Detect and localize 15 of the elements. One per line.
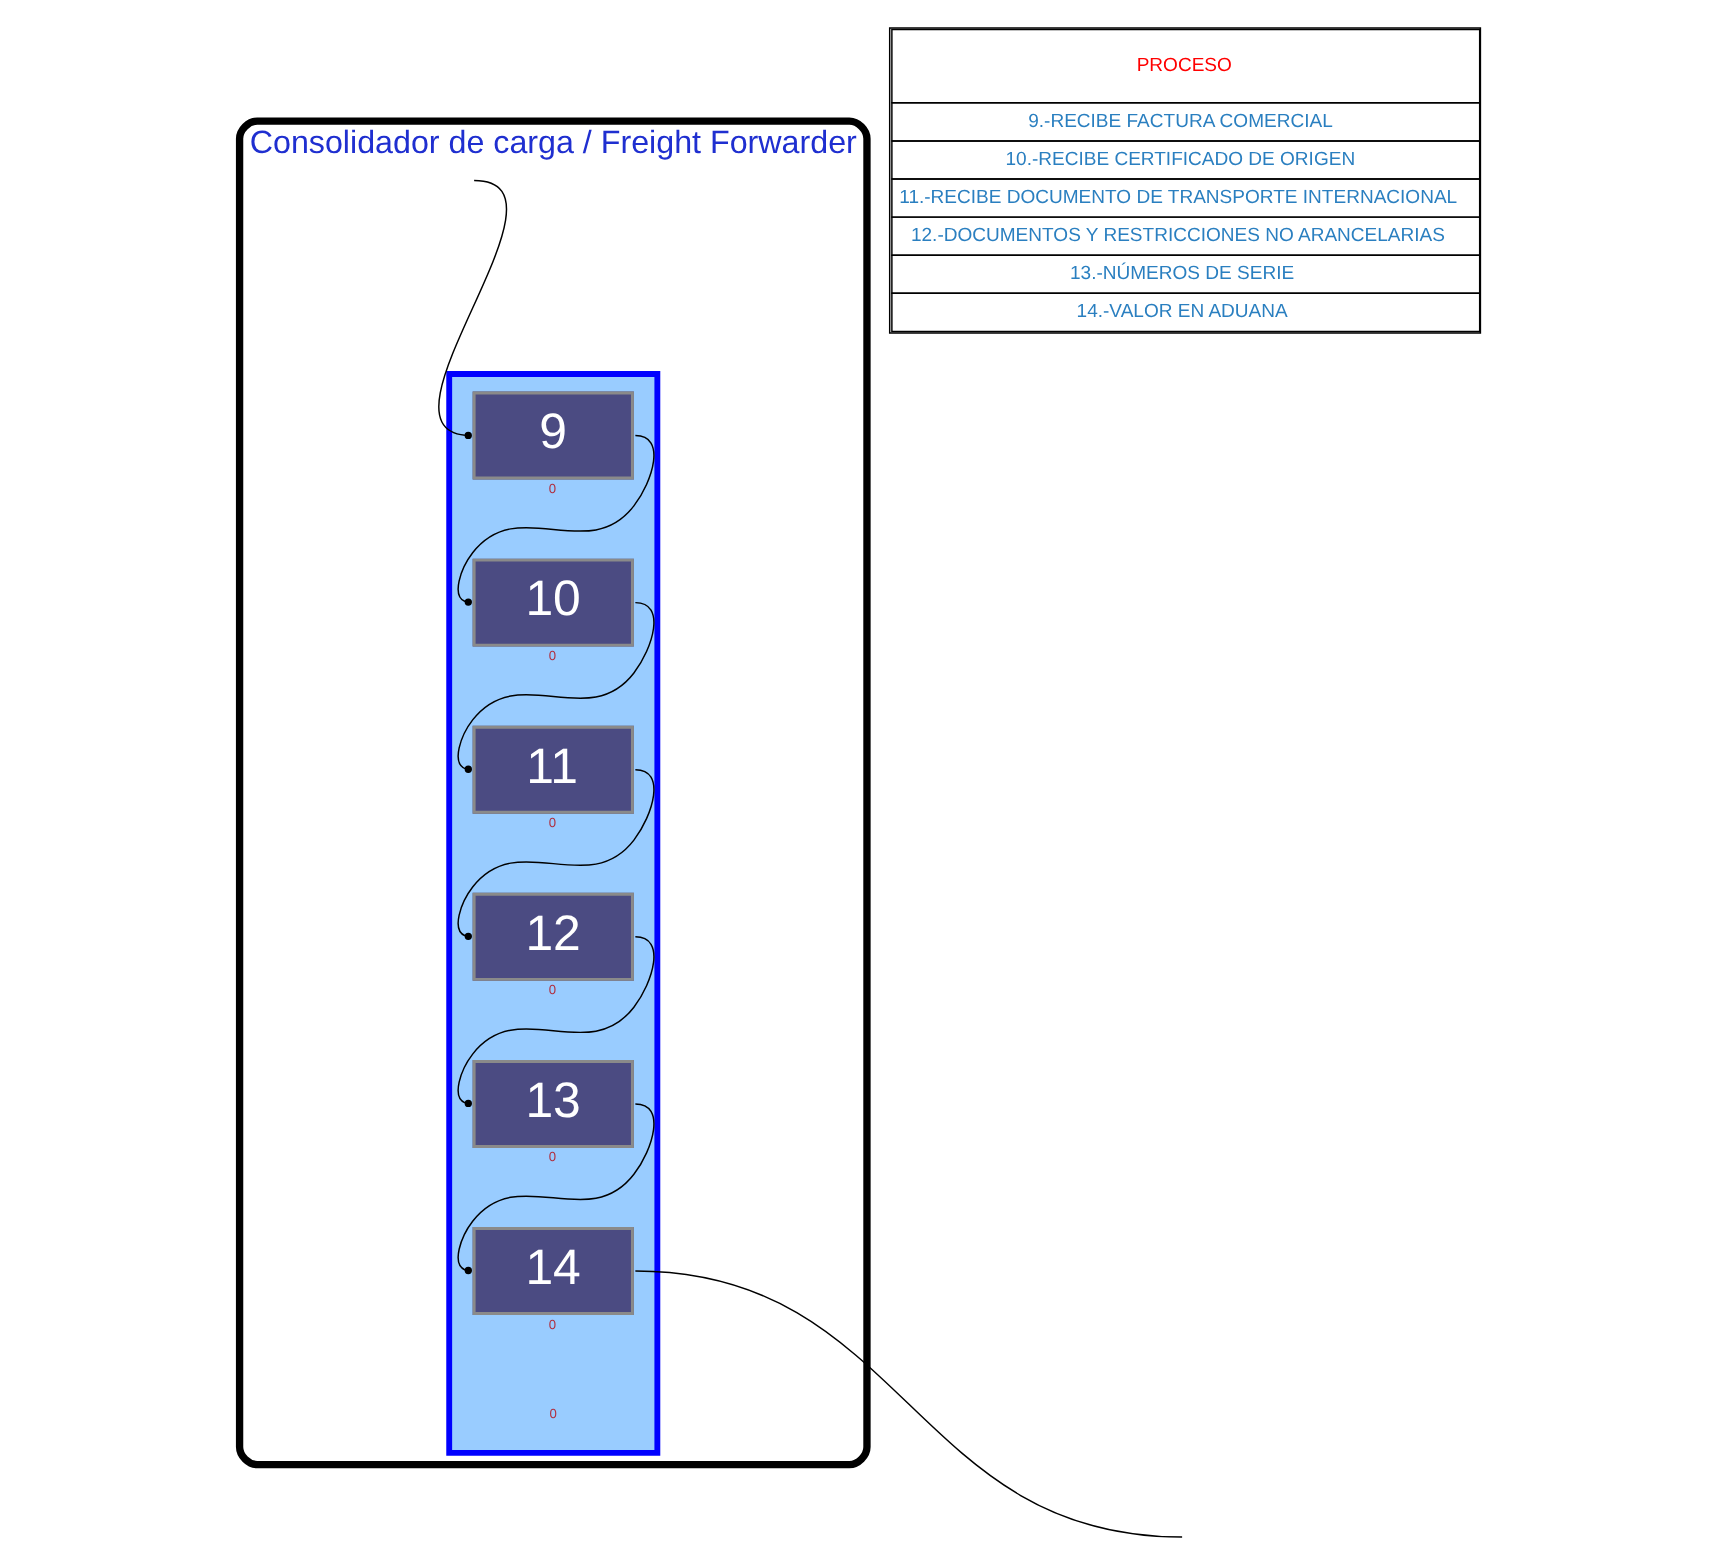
- connector: [456, 936, 654, 1108]
- connector: [437, 179, 506, 436]
- connector: [456, 434, 654, 606]
- connector: [456, 601, 654, 773]
- label: 13.-NÚMEROS DE SERIE: [1068, 263, 1294, 286]
- connector: [456, 769, 654, 940]
- label: 11.-RECIBE DOCUMENTO DE TRANSPORTE INTERNACIONAL: [898, 187, 1457, 210]
- label: 9.-RECIBE FACTURA COMERCIAL: [1027, 110, 1332, 133]
- cluster: [445, 371, 660, 1456]
- label: 14.-VALOR EN ADUANA: [1075, 301, 1287, 324]
- label: 12.-DOCUMENTOS Y RESTRICCIONES NO ARANCELARIAS: [909, 225, 1444, 248]
- label: PROCESO: [1135, 55, 1231, 78]
- connector: [456, 1103, 654, 1275]
- label: 10.-RECIBE CERTIFICADO DE ORIGEN: [1004, 148, 1355, 171]
- connector: [633, 1270, 1182, 1538]
